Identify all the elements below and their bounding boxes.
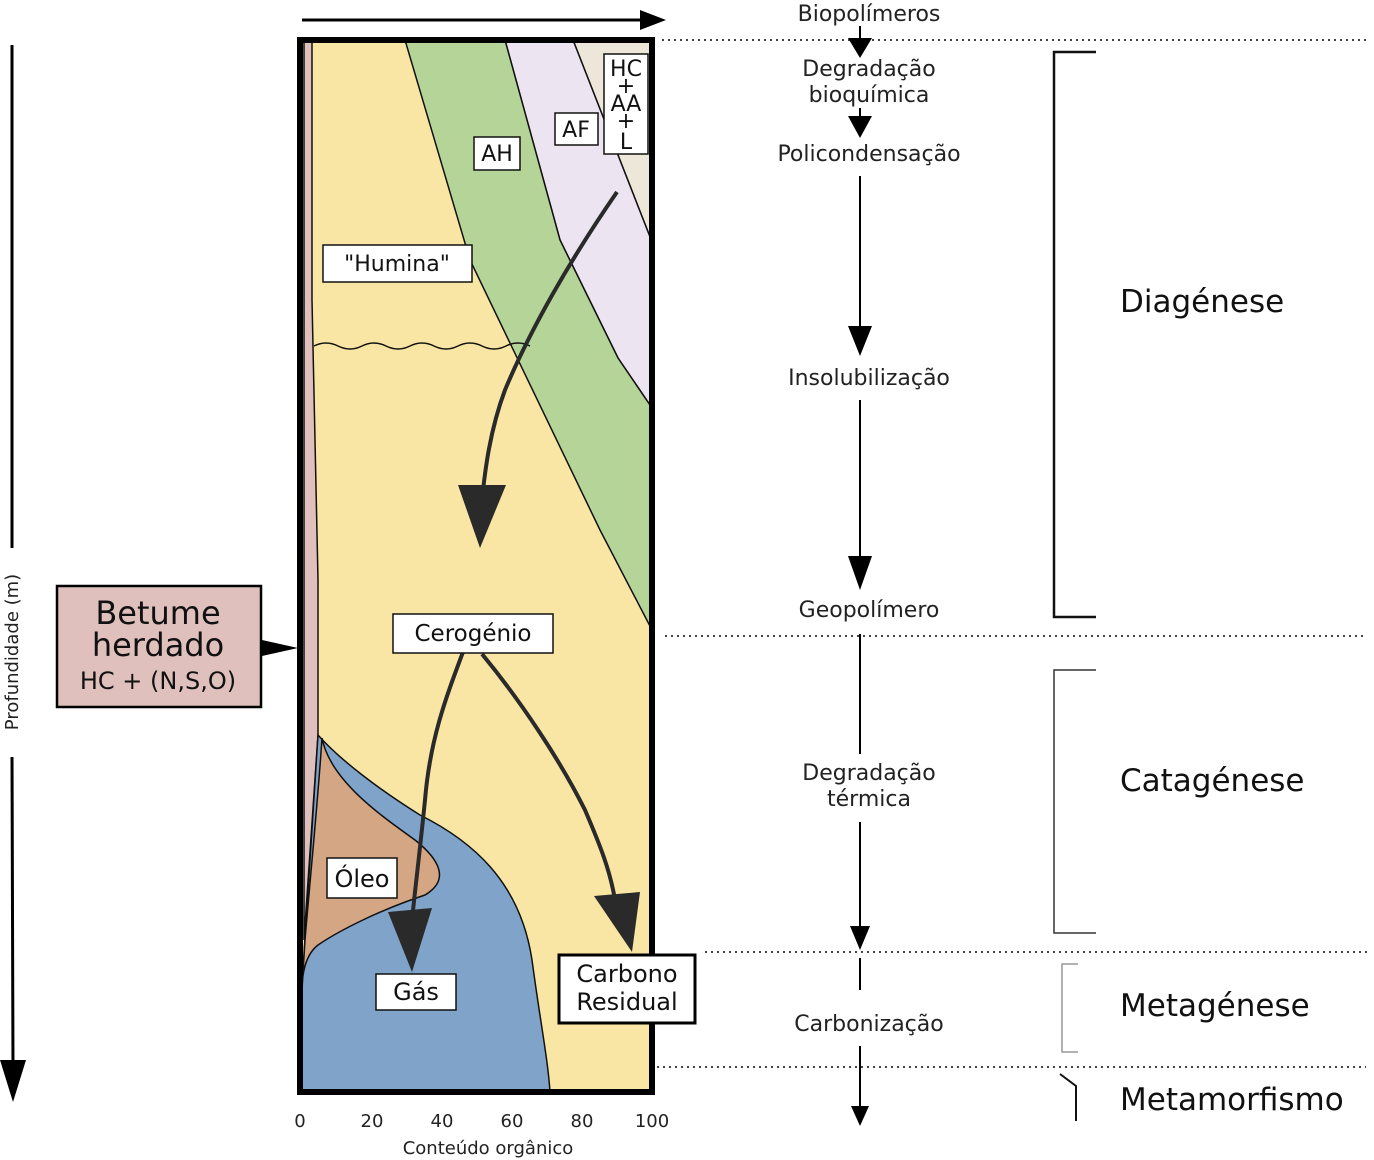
ah-label: AH [481, 142, 513, 167]
x-tick-0: 0 [294, 1111, 305, 1132]
stage-brackets [1052, 50, 1096, 1121]
betume-composition: HC + (N,S,O) [80, 667, 236, 695]
insolubilizacao-label: Insolubilização [788, 366, 950, 391]
metagenese-label: Metagénese [1120, 988, 1310, 1024]
hc-label: HC [610, 57, 642, 82]
process-flow: Biopolímeros Degradação bioquímica Polic… [777, 2, 961, 1126]
degradacao-termica-line2: térmica [827, 787, 911, 812]
column-border [297, 37, 655, 1095]
main-column [297, 37, 655, 1095]
catagenese-bracket [1053, 669, 1096, 934]
x-tick-80: 80 [571, 1111, 594, 1132]
stage-boundaries [657, 39, 1370, 1068]
arrow-to-geopolimero [848, 556, 872, 590]
carbono-label-line2: Residual [576, 988, 677, 1016]
catagenese-label: Catagénese [1120, 763, 1305, 799]
carbonizacao-label: Carbonização [794, 1012, 943, 1037]
diagenese-label: Diagénese [1120, 284, 1284, 320]
depth-axis-line-bottom [10, 756, 15, 1071]
depth-axis: Profundidade (m) [0, 45, 26, 1102]
x-tick-100: 100 [635, 1111, 669, 1132]
oleo-label: Óleo [334, 863, 389, 893]
humina-label-box [322, 244, 473, 283]
ah-label-box [473, 136, 521, 171]
x-tick-40: 40 [431, 1111, 454, 1132]
arrow-process-end [851, 1106, 869, 1126]
humina-label: "Humina" [344, 252, 450, 277]
betume-title-line1: Betume [95, 594, 220, 632]
oleo-label-box [326, 857, 398, 899]
x-axis: 0 20 40 60 80 100 Conteúdo orgânico [294, 10, 669, 1159]
degradacao-bioquimica-line2: bioquímica [809, 83, 930, 108]
biopolimeros-label: Biopolímeros [798, 2, 941, 27]
betume-box: Betume herdado HC + (N,S,O) [55, 584, 298, 709]
zone-labels: HC + AA + L AF AH "Humina" Cerogénio Óle… [322, 53, 697, 1025]
betume-arrowhead [262, 640, 298, 656]
af-label-box [554, 112, 599, 146]
kerogen-to-carbon-arrow [480, 652, 617, 901]
x-tick-60: 60 [501, 1111, 524, 1132]
carbono-label-line1: Carbono [576, 960, 677, 988]
depth-axis-arrowhead [0, 1060, 26, 1102]
x-tick-20: 20 [361, 1111, 384, 1132]
l-label: L [620, 130, 633, 155]
betume-title-line2: herdado [92, 626, 224, 664]
aa-label: AA [611, 92, 642, 117]
cerogenio-label-box [392, 613, 554, 654]
arrow-to-carbonizacao [850, 926, 870, 950]
metamorfismo-label: Metamorfismo [1120, 1082, 1344, 1118]
depth-axis-label: Profundidade (m) [2, 574, 23, 730]
arrow-to-insolubilizacao [848, 326, 872, 356]
arrow-to-degradacao [848, 38, 872, 58]
metamorfismo-bracket [1059, 1073, 1077, 1121]
metagenese-bracket [1061, 963, 1078, 1053]
betume-box-background [55, 584, 263, 709]
x-direction-arrowhead [640, 10, 666, 30]
degradacao-termica-line1: Degradação [802, 761, 935, 786]
gas-label: Gás [393, 978, 439, 1006]
diagenese-bracket [1052, 50, 1096, 619]
hc-aa-l-label-box [603, 53, 649, 155]
kerogen-to-gas-arrowhead [388, 908, 432, 972]
policondensacao-label: Policondensação [777, 142, 960, 167]
plus-label-1: + [617, 74, 635, 99]
degradacao-bioquimica-line1: Degradação [802, 57, 935, 82]
cerogenio-label: Cerogénio [414, 621, 531, 647]
gas-label-box [375, 973, 457, 1011]
carbono-label-box [557, 953, 697, 1025]
arrow-to-policondensacao [848, 116, 872, 138]
geopolimero-label: Geopolímero [799, 598, 940, 623]
af-label: AF [562, 118, 590, 143]
ah-to-kerogen-arrow [480, 190, 619, 501]
stage-labels: Diagénese Catagénese Metagénese Metamorf… [1120, 284, 1344, 1118]
x-axis-label: Conteúdo orgânico [403, 1138, 574, 1159]
humina-boundary-wavy-line [313, 342, 531, 350]
kerogen-to-carbon-arrowhead [594, 892, 640, 952]
ah-to-kerogen-arrowhead [458, 485, 506, 548]
transformation-arrows [388, 190, 640, 972]
plus-label-2: + [617, 109, 635, 134]
kerogen-to-gas-arrow [410, 651, 465, 921]
